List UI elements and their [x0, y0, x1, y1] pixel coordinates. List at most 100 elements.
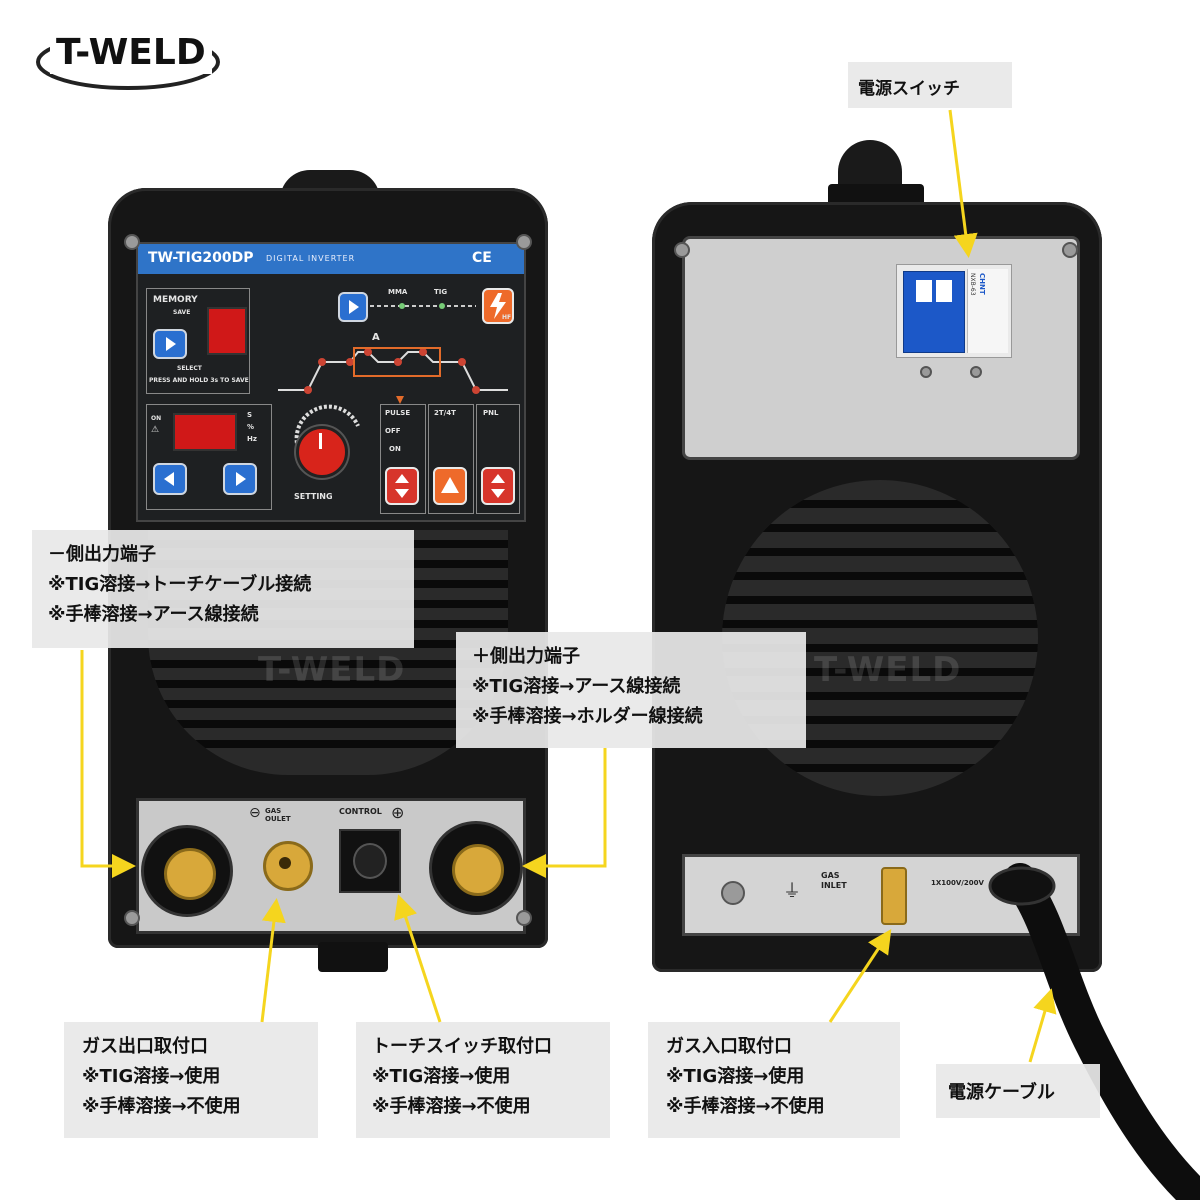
- memory-box: MEMORY SAVE SELECT PRESS AND HOLD 3s TO …: [146, 288, 250, 394]
- callout-power-switch-title: 電源スイッチ: [858, 79, 960, 99]
- callout-torch-switch-title: トーチスイッチ取付口: [372, 1036, 552, 1057]
- ground-symbol-icon: ⏚: [783, 881, 801, 902]
- negative-output-terminal[interactable]: [141, 825, 233, 917]
- press-hold-label: PRESS AND HOLD 3s TO SAVE: [149, 377, 249, 384]
- callout-positive-line2: ※手棒溶接→ホルダー線接続: [472, 706, 703, 727]
- play-right-icon: [166, 337, 176, 351]
- callout-torch-switch-line2: ※手棒溶接→不使用: [372, 1096, 531, 1117]
- watermark-front: T-WELD: [258, 650, 406, 690]
- plus-icon: ⊕: [391, 803, 405, 822]
- callout-negative-terminal: －側出力端子 ※TIG溶接→トーチケーブル接続 ※手棒溶接→アース線接続: [32, 530, 414, 648]
- callout-negative-title: －側出力端子: [48, 544, 156, 565]
- gas-outlet-label: GAS OULET: [265, 807, 291, 823]
- callout-gas-inlet-title: ガス入口取付口: [666, 1036, 792, 1057]
- play-right-icon: [236, 472, 246, 486]
- front-screw-tr: [516, 234, 532, 250]
- callout-negative-line1: ※TIG溶接→トーチケーブル接続: [48, 574, 312, 595]
- panel-header: TW-TIG200DP DIGITAL INVERTER CE: [138, 244, 524, 274]
- voltage-label: 1X100V/200V: [931, 879, 984, 887]
- tig-label: TIG: [434, 288, 448, 296]
- front-terminal-panel: GAS OULET ⊖ CONTROL ⊕: [136, 798, 526, 934]
- setting-knob[interactable]: [296, 426, 348, 478]
- pnl-label: PNL: [483, 409, 499, 417]
- callout-gas-inlet-line1: ※TIG溶接→使用: [666, 1066, 805, 1087]
- callout-power-cable-title: 電源ケーブル: [948, 1082, 1055, 1103]
- trigger-mode-button[interactable]: [433, 467, 467, 505]
- pulse-off-label: OFF: [385, 427, 401, 435]
- callout-gas-outlet-title: ガス出口取付口: [82, 1036, 208, 1057]
- rear-screw-tl: [674, 242, 690, 258]
- up-down-icon: [395, 474, 409, 498]
- weld-sequence-diagram: [278, 347, 508, 404]
- up-down-icon: [491, 474, 505, 498]
- front-screw-bl: [124, 910, 140, 926]
- logo-text: T-WELD: [50, 32, 212, 74]
- pct-unit-label: %: [247, 423, 255, 431]
- ce-mark: CE: [472, 250, 492, 266]
- breaker-model: NXB-63: [969, 273, 976, 296]
- mode-indicator-line: [370, 303, 476, 309]
- front-foot-left: [318, 942, 388, 972]
- pulse-box: PULSE OFF ON: [380, 404, 426, 514]
- hf-button[interactable]: [482, 288, 514, 324]
- trigger-mode-label: 2T/4T: [434, 409, 456, 417]
- callout-negative-line2: ※手棒溶接→アース線接続: [48, 604, 259, 625]
- power-cable: [988, 863, 1200, 1200]
- panel-mode-button[interactable]: [481, 467, 515, 505]
- brand-logo: T-WELD: [30, 18, 230, 96]
- param-left-button[interactable]: [153, 463, 187, 495]
- pulse-button[interactable]: [385, 467, 419, 505]
- callout-positive-title: ＋側出力端子: [472, 646, 580, 667]
- play-right-icon: [349, 300, 359, 314]
- callout-gas-inlet: ガス入口取付口 ※TIG溶接→使用 ※手棒溶接→不使用: [648, 1022, 900, 1138]
- callout-power-switch: 電源スイッチ: [848, 62, 1012, 108]
- hz-unit-label: Hz: [247, 435, 257, 443]
- watermark-rear: T-WELD: [814, 650, 962, 690]
- breaker-brand: CHNT: [978, 273, 986, 295]
- callout-torch-switch-line1: ※TIG溶接→使用: [372, 1066, 511, 1087]
- model-label: TW-TIG200DP: [148, 250, 254, 266]
- gas-inlet-label: GAS INLET: [821, 871, 847, 890]
- callout-gas-outlet-line1: ※TIG溶接→使用: [82, 1066, 221, 1087]
- control-label: CONTROL: [339, 807, 382, 816]
- gas-inlet-fitting[interactable]: [881, 867, 907, 925]
- parameter-display: [173, 413, 237, 451]
- pulse-on-label: ON: [389, 445, 401, 453]
- hf-label: HF: [502, 314, 512, 321]
- panel-mode-box: PNL: [476, 404, 520, 514]
- breaker-screw-left: [920, 366, 932, 378]
- rear-screw-tr: [1062, 242, 1078, 258]
- ampere-label: A: [372, 332, 380, 343]
- gas-outlet-fitting[interactable]: [263, 841, 313, 891]
- front-screw-tl: [124, 234, 140, 250]
- callout-positive-terminal: ＋側出力端子 ※TIG溶接→アース線接続 ※手棒溶接→ホルダー線接続: [456, 632, 806, 748]
- setting-label: SETTING: [294, 492, 333, 501]
- memory-display: [207, 307, 247, 355]
- play-left-icon: [164, 472, 174, 486]
- subtitle-label: DIGITAL INVERTER: [266, 254, 356, 263]
- select-label: SELECT: [177, 365, 202, 372]
- control-panel: TW-TIG200DP DIGITAL INVERTER CE MEMORY S…: [136, 242, 526, 522]
- callout-positive-line1: ※TIG溶接→アース線接続: [472, 676, 681, 697]
- callout-power-cable: 電源ケーブル: [936, 1064, 1100, 1118]
- param-right-button[interactable]: [223, 463, 257, 495]
- on-indicator-label: ON: [151, 415, 162, 422]
- positive-output-terminal[interactable]: [429, 821, 523, 915]
- rear-upper-plate: [682, 236, 1080, 460]
- lightning-icon: [490, 293, 506, 319]
- callout-gas-inlet-line2: ※手棒溶接→不使用: [666, 1096, 825, 1117]
- power-switch-breaker[interactable]: CHNT NXB-63: [896, 264, 1012, 358]
- rear-handle: [838, 140, 902, 192]
- minus-icon: ⊖: [249, 805, 261, 821]
- memory-select-button[interactable]: [153, 329, 187, 359]
- up-icon: [441, 477, 459, 493]
- breaker-screw-right: [970, 366, 982, 378]
- memory-label: MEMORY: [153, 295, 198, 305]
- callout-gas-outlet-line2: ※手棒溶接→不使用: [82, 1096, 241, 1117]
- torch-switch-socket[interactable]: [339, 829, 401, 893]
- warning-icon: ⚠: [151, 425, 160, 435]
- s-unit-label: S: [247, 411, 253, 419]
- mode-select-button[interactable]: [338, 292, 368, 322]
- callout-gas-outlet: ガス出口取付口 ※TIG溶接→使用 ※手棒溶接→不使用: [64, 1022, 318, 1138]
